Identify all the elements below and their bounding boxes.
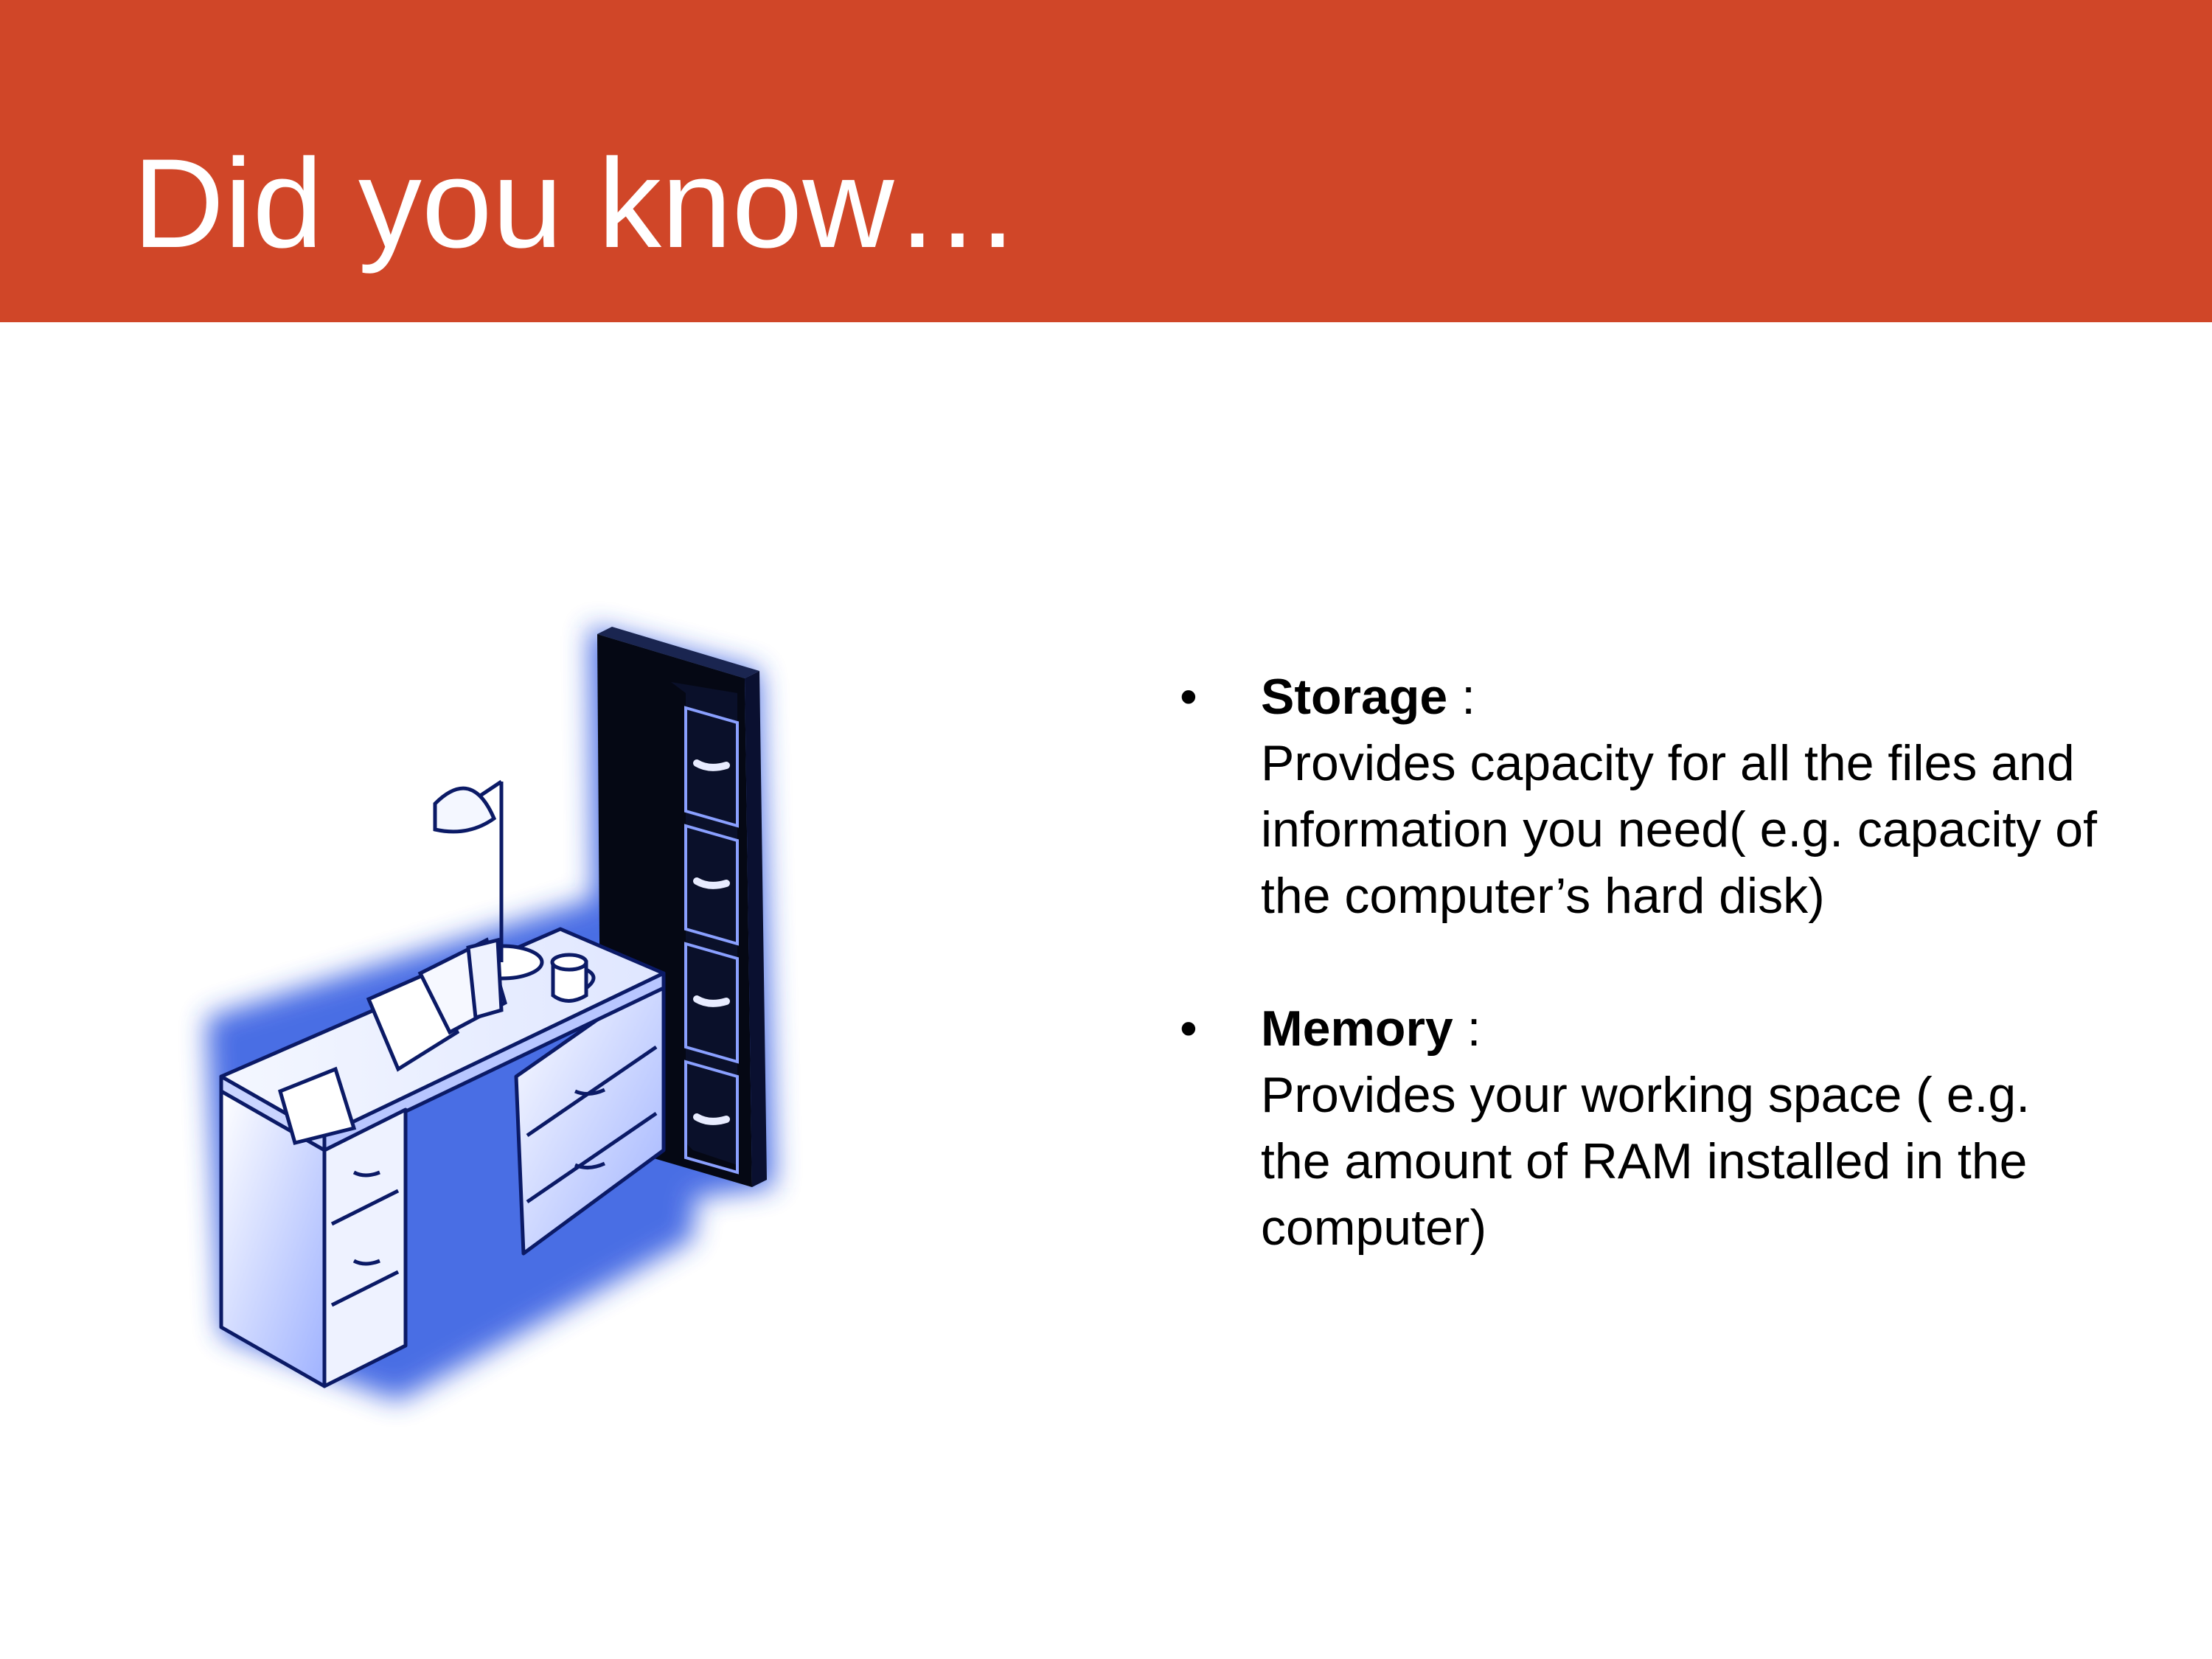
bullet-item-memory: • Memory : Provides your working space (… [1180,995,2109,1261]
bullet-marker: • [1180,1001,1197,1057]
coffee-mug [550,953,596,1003]
bullet-description: Provides your working space ( e.g. the a… [1261,1067,2031,1256]
bullet-item-storage: • Storage : Provides capacity for all th… [1180,664,2109,929]
bullet-separator: : [1453,1001,1481,1057]
bullet-list: • Storage : Provides capacity for all th… [1180,664,2109,1327]
bullet-term: Storage [1261,669,1448,725]
bullet-separator: : [1447,669,1475,725]
papers [277,937,507,1146]
bullet-marker: • [1180,669,1197,725]
title-banner: Did you know… [0,0,2212,322]
bullet-description: Provides capacity for all the files and … [1261,735,2097,924]
slide-title: Did you know… [133,133,1021,274]
office-desk-with-filing-cabinet-icon [206,627,774,1401]
bullet-term: Memory [1261,1001,1453,1057]
